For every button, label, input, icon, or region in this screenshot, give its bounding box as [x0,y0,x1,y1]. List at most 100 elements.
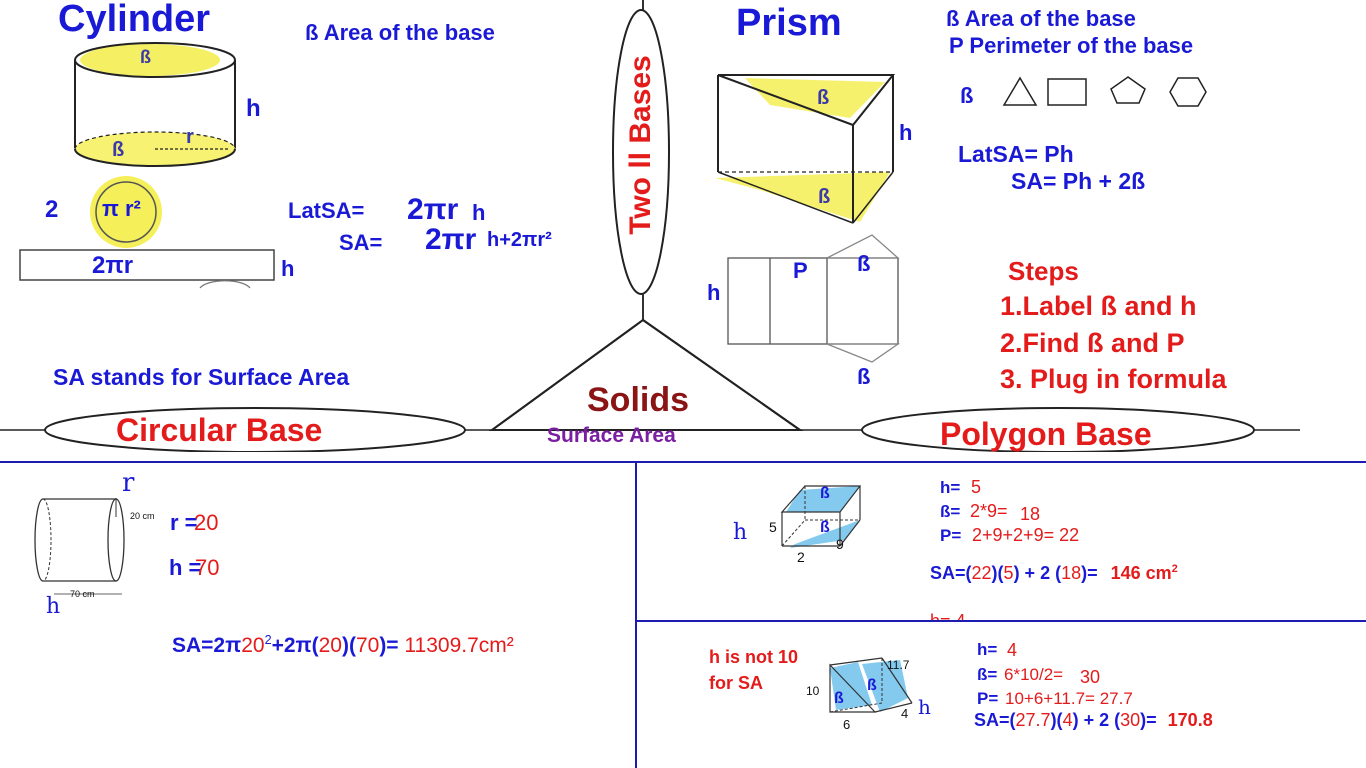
ex1-dim-5: 5 [769,519,777,535]
ex2-sa-mid: )( [1050,710,1063,730]
ex1-b-value: 2*9= [970,501,1008,521]
cyl-latsa-h: h [472,200,486,225]
prism-net-beta-bottom: ß [857,364,871,389]
ex2-sa: SA=(27.7)(4) + 2 (30)= 170.8 [974,711,1213,729]
example-cyl-r-label: r = [170,510,198,535]
ex1-sa-h: 5 [1003,563,1014,583]
prism-net-h: h [707,280,721,305]
ex1-dim-9: 9 [836,536,844,552]
ex1-sa-end: )= [1081,563,1098,583]
triangle-shape [1002,76,1038,106]
example-cyl-sa: SA=2π202+2π(20)(70)= 11309.7cm² [172,634,514,656]
steps-title: Steps [1008,256,1079,286]
ex1-h-label: h= [940,478,961,497]
prism-h-label: h [899,120,913,145]
ex2-h-label: h= [977,640,998,659]
ex1-cut-text: h= 4 [930,612,966,620]
example-cyl-sa-result: 11309.7cm² [404,634,514,657]
ex1-sa-mid2: ) + 2 ( [1013,563,1062,583]
ex1-sa-b: 18 [1061,563,1082,583]
ex1-annot-h: h [733,520,748,545]
prism-top-beta: ß [817,87,830,109]
cylinder-top-highlight [80,44,220,76]
ex2-sa-mid2: ) + 2 ( [1072,710,1121,730]
ex2-dim-6: 6 [843,717,851,732]
ex1-b-result: 18 [1020,504,1041,524]
prism-net-beta-top: ß [857,251,871,276]
step-1: 1.Label ß and h [1000,291,1197,321]
cyl-sa-label: SA= [339,230,383,255]
cylinder-figure [74,42,236,167]
prism-title: Prism [736,2,842,44]
shapes-beta-label: ß [960,83,974,108]
circular-base-label: Circular Base [116,412,323,448]
two-bases-label: Two ll Bases [624,55,657,235]
example-cyl-sa-prefix: SA=2π [172,634,242,657]
ex1-dim-2: 2 [797,549,805,565]
net-two-label: 2 [45,196,59,223]
ex2-sa-b: 30 [1120,710,1141,730]
net-h-label: h [281,256,295,281]
ex2-annot-beta2: ß [867,677,877,694]
example-cyl-r-value: 20 [194,510,219,535]
step-2: 2.Find ß and P [1000,328,1185,358]
sa-note: SA stands for Surface Area [53,364,350,390]
ex2-note-line2: for SA [709,673,763,693]
example-cyl-sa-mid: +2π( [271,634,319,657]
ex1-annot-beta-top: ß [820,485,830,502]
cyl-sa-h: h+2πr² [487,229,552,251]
example-prism2-figure [829,657,913,713]
example-cylinder-figure [34,498,125,595]
cyl-sa-expr: 2πr [425,223,477,256]
ex2-sa-result: 170.8 [1167,710,1213,730]
ex2-sa-h: 4 [1062,710,1073,730]
example-cyl-annot-r: r [122,468,135,498]
ex2-b-value: 6*10/2= [1004,665,1064,684]
prism-net [727,234,901,363]
ex2-sa-label: SA=( [974,710,1016,730]
example-cyl-sa-h: 70 [355,634,380,657]
ex2-dim-10: 10 [806,684,820,698]
prism-figure [715,74,896,224]
cylinder-title: Cylinder [58,0,211,40]
ex1-p-label: P= [940,526,962,545]
cyl-latsa-label: LatSA= [288,198,365,223]
ex1-sa-mid: )( [991,563,1004,583]
ex1-sa-exp: 2 [1171,563,1178,575]
net-pi-r2-label: π r² [102,196,141,221]
ex2-note-line1: h is not 10 [709,647,799,667]
example-cyl-dim-r: 20 cm [130,511,155,521]
surface-area-label: Surface Area [547,424,676,447]
cylinder-h-label: h [246,95,261,122]
two-bases-oval [612,9,670,295]
ex2-dim-4: 4 [901,706,909,721]
cylinder-bottom-beta: ß [112,139,125,161]
example-cyl-sa-exp: 2 [264,633,272,647]
example-cyl-sa-r2: 20 [318,634,342,657]
base-shapes [1002,76,1207,107]
ex1-p-value: 2+9+2+9= 22 [972,525,1080,545]
ex2-b-result: 30 [1080,667,1101,687]
ex2-sa-p: 27.7 [1015,710,1051,730]
ex2-b-label: ß= [977,665,998,684]
net-rectangle [19,249,275,281]
example-cyl-sa-close2: )= [379,634,399,657]
ex1-annot-beta-bottom: ß [820,519,830,536]
example-cyl-h-value: 70 [195,555,220,580]
ex1-sa: SA=(22)(5) + 2 (18)= 146 cm2 [930,564,1178,582]
example-cyl-sa-close1: )( [341,634,356,657]
net-circle-highlight [90,176,162,248]
example-cyl-dim-h: 70 cm [70,589,95,599]
prism-legend-beta: ß Area of the base [946,6,1136,31]
hexagon-shape [1169,77,1207,107]
ex2-annot-h: h [918,695,931,719]
net-2pir-label: 2πr [92,252,134,279]
prism-latsa: LatSA= Ph [958,141,1074,167]
example-cyl-h-label: h = [169,555,202,580]
cylinder-r-label: r [186,126,194,148]
ex1-b-label: ß= [940,502,961,521]
polygon-base-label: Polygon Base [940,416,1152,452]
ex2-p-label: P= [977,689,999,708]
prism-bottom-beta: ß [818,186,831,208]
